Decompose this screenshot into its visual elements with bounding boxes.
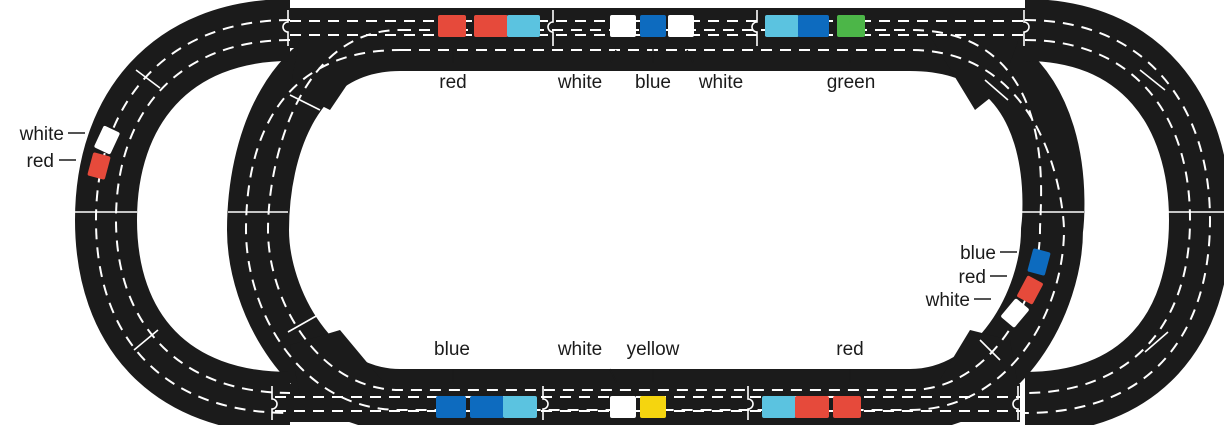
bottom-right-car-1 <box>762 396 796 418</box>
label-bottom-left-blue: blue <box>434 339 470 360</box>
bottom-middle-car-2 <box>640 396 666 418</box>
label-outer-left-red: red <box>27 151 54 172</box>
bottom-right-car-3 <box>833 396 861 418</box>
top-right-car-3 <box>837 15 865 37</box>
bottom-left-car-1 <box>436 396 466 418</box>
bottom-middle-car-1 <box>610 396 636 418</box>
top-right-car-2 <box>798 15 829 37</box>
top-middle-car-1 <box>610 15 636 37</box>
top-middle-car-2 <box>640 15 666 37</box>
top-right-car-1 <box>765 15 799 37</box>
top-left-car-1 <box>438 15 466 37</box>
label-bottom-middle-white: white <box>557 339 602 360</box>
label-outer-left-white: white <box>19 124 64 145</box>
top-left-car-2 <box>474 15 508 37</box>
label-top-middle-white-2: white <box>698 72 743 93</box>
bottom-right-car-2 <box>795 396 829 418</box>
label-top-middle-blue: blue <box>635 72 671 93</box>
bottom-left-car-2 <box>470 396 504 418</box>
label-inner-right-red: red <box>959 267 986 288</box>
bottom-left-car-3 <box>503 396 537 418</box>
label-top-middle-white-1: white <box>557 72 602 93</box>
label-inner-right-white: white <box>925 290 970 311</box>
label-bottom-middle-yellow: yellow <box>627 339 680 360</box>
label-bottom-right-red: red <box>836 339 863 360</box>
label-top-right-green: green <box>827 72 876 93</box>
label-inner-right-blue: blue <box>960 243 996 264</box>
label-top-left-red: red <box>439 72 466 93</box>
top-left-car-3 <box>507 15 540 37</box>
top-middle-car-3 <box>668 15 694 37</box>
